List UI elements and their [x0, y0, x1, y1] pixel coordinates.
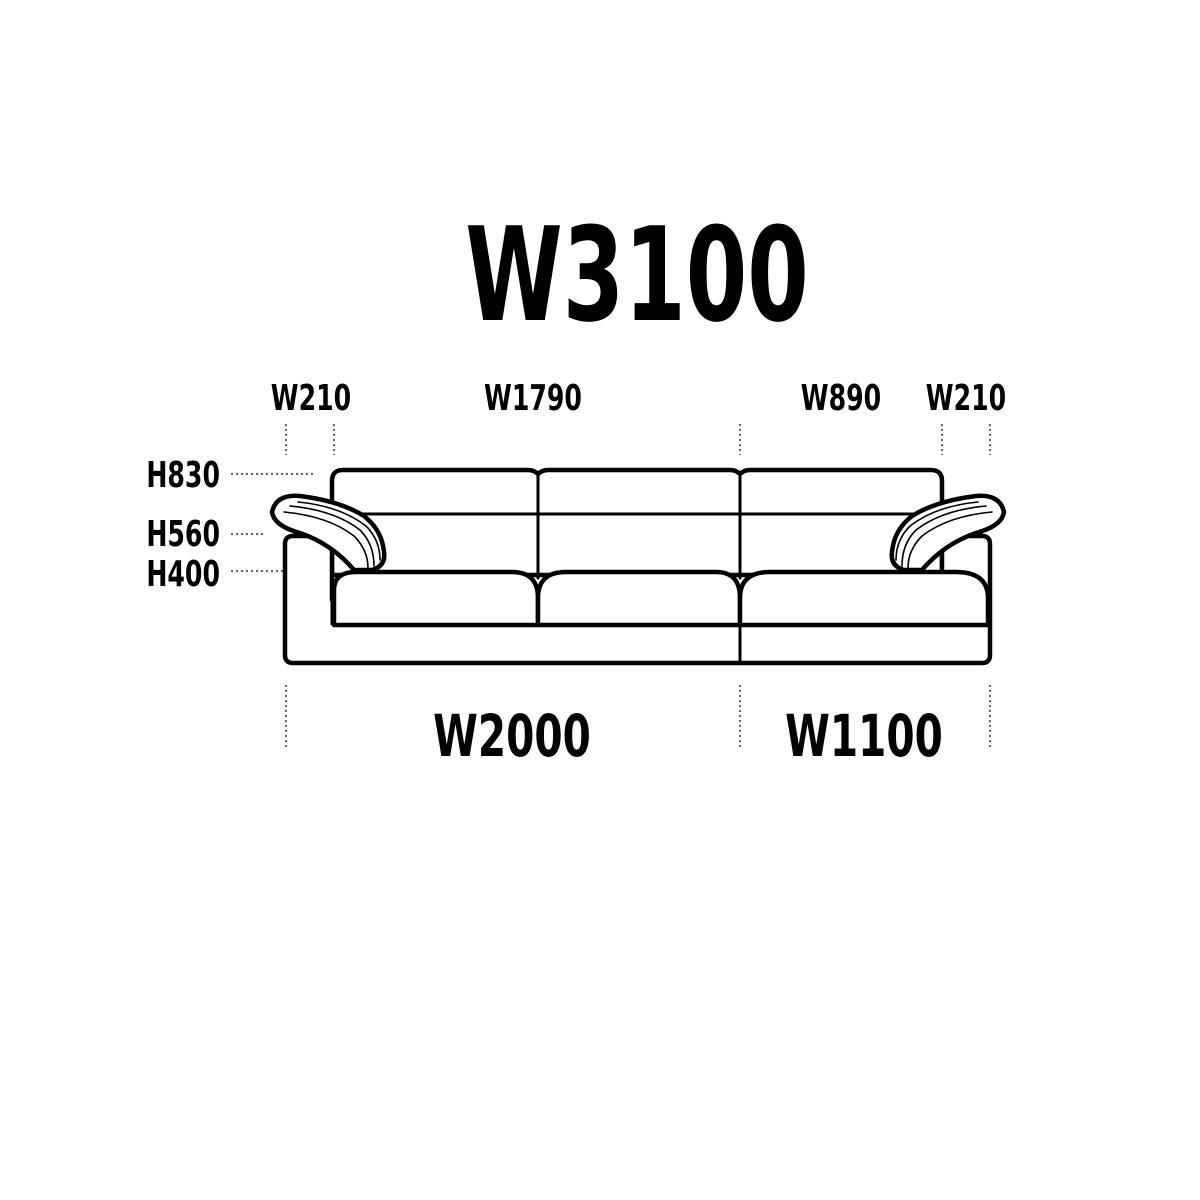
back-cushion-frame [329, 467, 945, 578]
seat-height-label: H400 [146, 554, 220, 596]
dimension-guides [231, 424, 991, 748]
left-module-width-label: W2000 [433, 703, 591, 770]
left-arm-pillow [269, 493, 387, 573]
left-arm-width-label: W210 [271, 378, 351, 420]
back-height-label: H830 [146, 455, 220, 497]
seat-cushion-2 [535, 569, 743, 628]
chaise-seat-width-label: W890 [801, 378, 881, 420]
chaise-seat-cushion [737, 569, 991, 628]
right-arm-width-label: W210 [926, 378, 1006, 420]
seat-cushion-1 [331, 569, 541, 628]
main-seat-width-label: W1790 [484, 378, 582, 420]
right-module-width-label: W1100 [785, 703, 943, 770]
sofa-illustration [269, 467, 1007, 666]
bottom-dimension-labels: W2000 W1100 [433, 703, 943, 770]
height-dimension-labels: H830 H560 H400 [146, 455, 220, 596]
total-width-label: W3100 [465, 201, 809, 352]
right-arm-pillow [889, 493, 1007, 573]
arm-height-label: H560 [146, 514, 220, 556]
top-dimension-labels: W210 W1790 W890 W210 [271, 378, 1006, 420]
